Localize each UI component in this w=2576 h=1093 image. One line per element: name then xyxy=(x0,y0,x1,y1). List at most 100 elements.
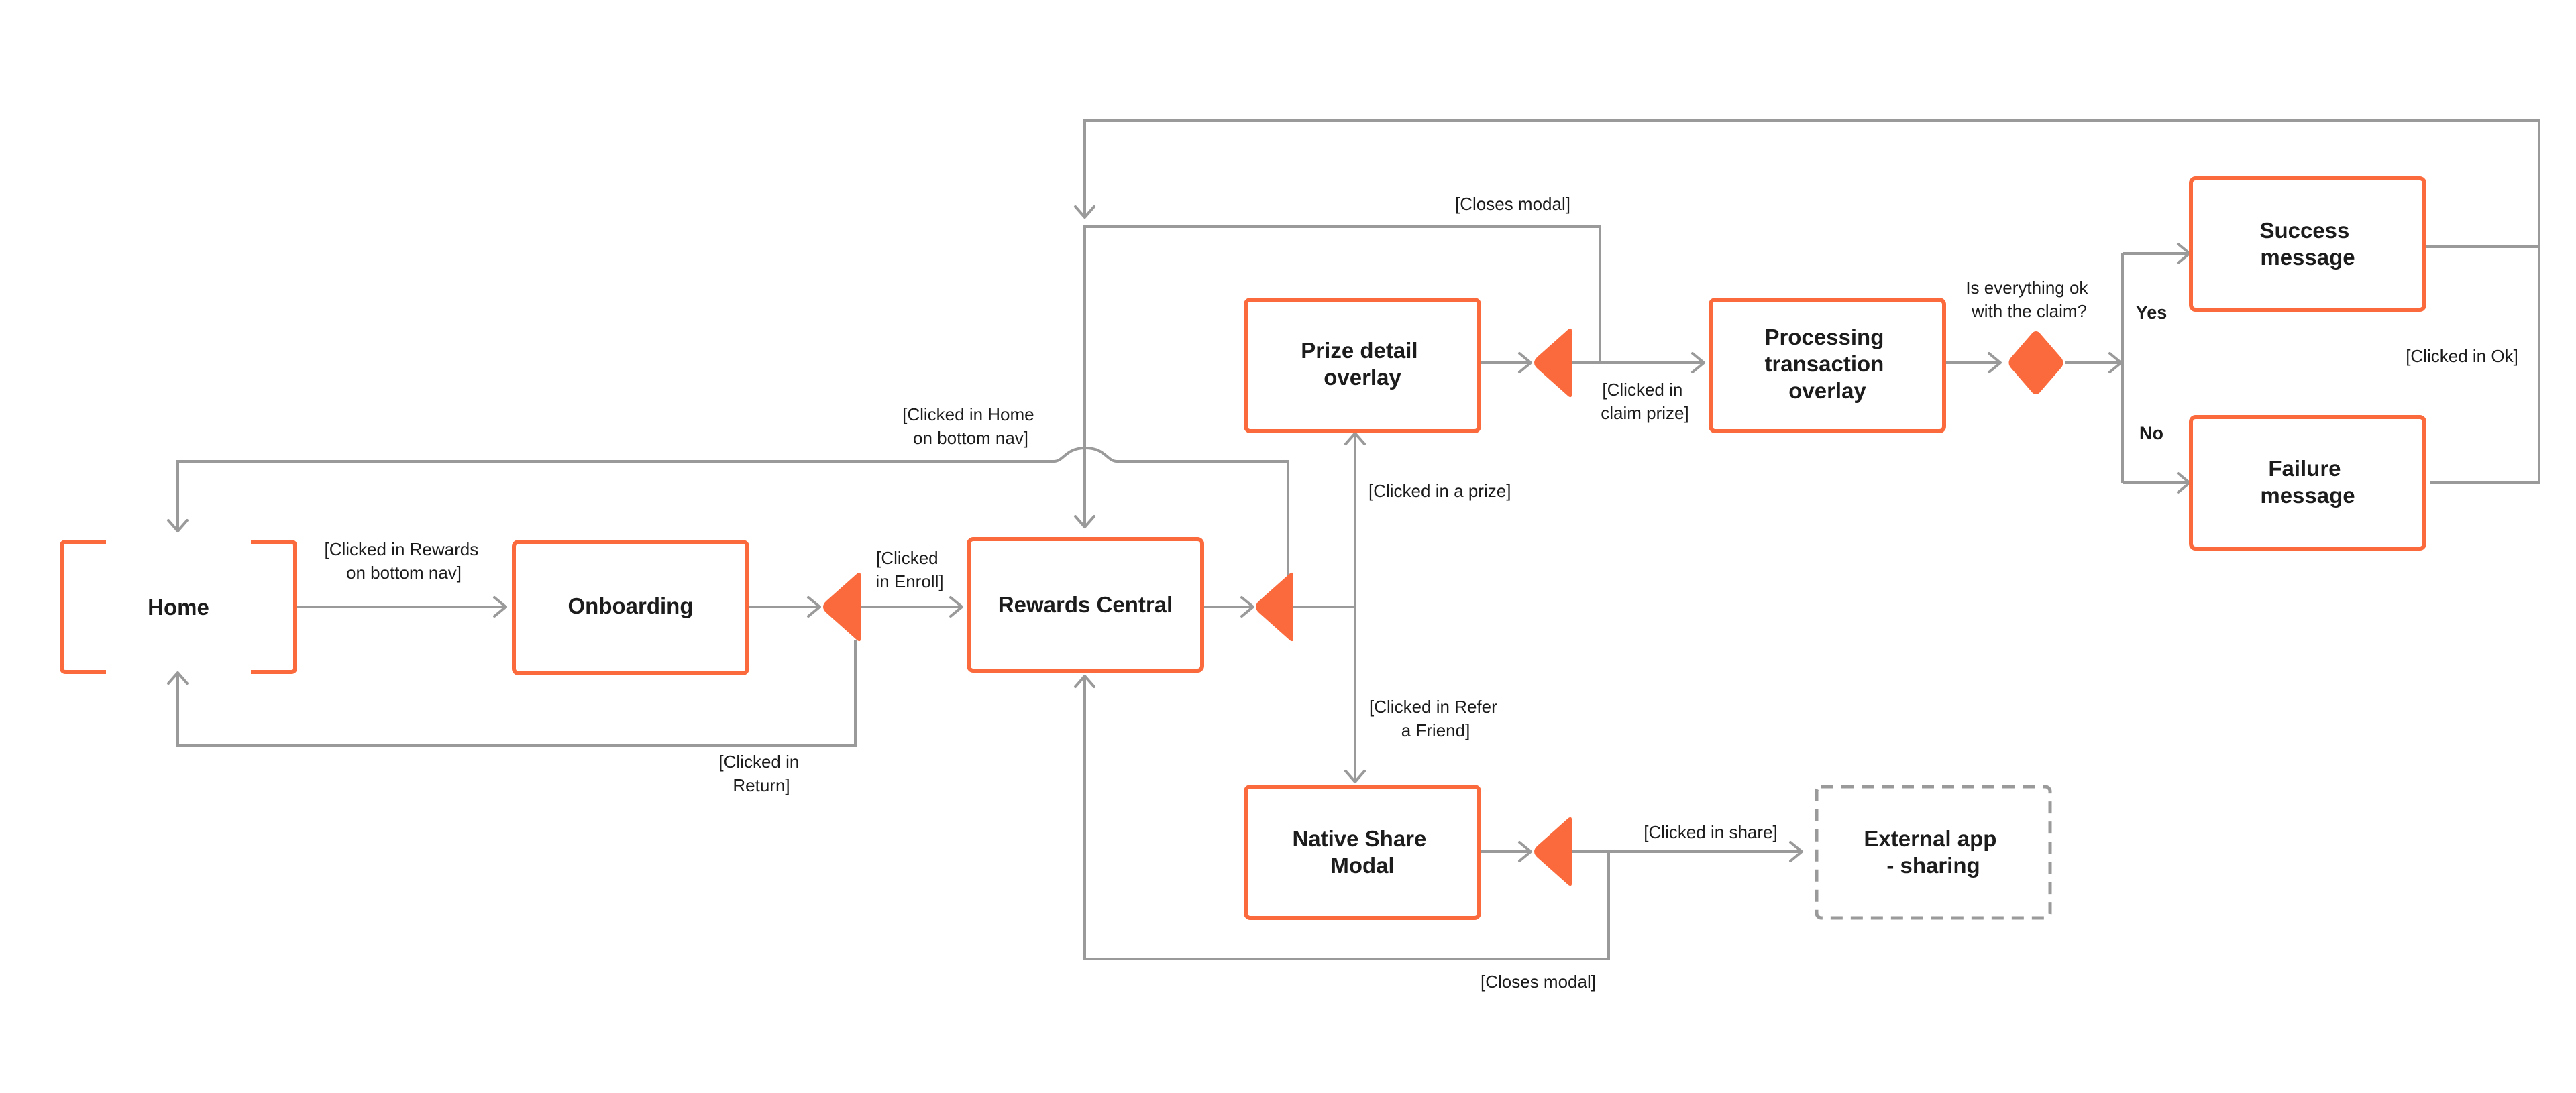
node-box xyxy=(1244,298,1481,433)
node-label-line: Processing xyxy=(1764,325,1884,349)
node-prize-detail: Prize detail overlay xyxy=(1244,298,1481,433)
node-label: Prize detail overlay xyxy=(1301,338,1424,390)
node-label-line: External app xyxy=(1864,826,1996,851)
arrow-head xyxy=(1691,352,1705,373)
edge-label-clicked-refer: [Clicked in Refer a Friend] xyxy=(1369,697,1502,740)
node-label-line: Success xyxy=(2259,218,2349,243)
edge-label-line: [Clicked in Ok] xyxy=(2406,346,2518,366)
edge-label-closes-modal-top: [Closes modal] xyxy=(1455,194,1570,214)
edge-label-line: on bottom nav] xyxy=(346,563,462,583)
arrow-head xyxy=(1518,352,1532,373)
edge-label-clicked-home-nav: [Clicked in Home on bottom nav] xyxy=(902,404,1039,448)
claim-decision-triangle xyxy=(1534,328,1572,398)
arrow-head xyxy=(1074,205,1095,219)
node-label: Failure message xyxy=(2260,456,2355,508)
arrow-head xyxy=(167,519,189,532)
edge-label-line: [Clicked xyxy=(876,548,938,568)
home-right-bracket xyxy=(251,540,297,674)
arrow-head xyxy=(1344,770,1366,783)
edge-label-line: [Clicked in a prize] xyxy=(1368,481,1511,501)
node-failure: Failure message xyxy=(2189,415,2426,551)
edge-label-line: [Closes modal] xyxy=(1455,194,1570,214)
edge-labels: [Clicked in Rewards on bottom nav] [Clic… xyxy=(325,194,2518,992)
enroll-decision-triangle xyxy=(823,572,861,642)
connectors xyxy=(167,119,2540,960)
arrow-head xyxy=(167,671,189,685)
edge-label-line: Is everything ok xyxy=(1966,278,2088,298)
share-decision-triangle xyxy=(1534,817,1572,886)
edge-label-line: [Clicked in Refer xyxy=(1369,697,1497,717)
node-label-line: message xyxy=(2260,483,2355,508)
node-box xyxy=(512,540,749,675)
edge-label-closes-modal-bottom: [Closes modal] xyxy=(1481,972,1596,992)
node-box xyxy=(1244,785,1481,920)
arrow-head xyxy=(949,596,963,618)
home-left-bracket xyxy=(60,540,106,674)
edge-label-clicked-rewards-nav: [Clicked in Rewards on bottom nav] xyxy=(325,539,484,583)
edge-label-clicked-claim: [Clicked in claim prize] xyxy=(1601,380,1688,423)
node-label-line: Failure xyxy=(2268,456,2341,481)
node-external-app: External app - sharing xyxy=(1815,785,2052,920)
arrow-head xyxy=(1988,352,2002,373)
edge-return-to-home xyxy=(176,640,857,747)
node-processing: Processing transaction overlay xyxy=(1709,298,1946,433)
arrow-head xyxy=(1240,596,1254,618)
edge-label-clicked-ok: [Clicked in Ok] xyxy=(2406,346,2518,366)
claim-check-diamond xyxy=(2008,331,2063,394)
edge-label-line: with the claim? xyxy=(1971,301,2087,321)
node-label: Onboarding xyxy=(568,593,694,618)
edge-label-line: a Friend] xyxy=(1401,720,1470,740)
edge-label-line: Return] xyxy=(733,775,790,795)
edge-label-line: [Clicked in share] xyxy=(1644,822,1777,842)
edge-label-no: No xyxy=(2139,423,2163,443)
edge-label-claim-question: Is everything ok with the claim? xyxy=(1966,278,2092,321)
node-label-line: Prize detail xyxy=(1301,338,1417,363)
node-label: Rewards Central xyxy=(998,592,1173,617)
edge-ok-loop xyxy=(1083,119,2540,484)
node-label-line: Rewards Central xyxy=(998,592,1173,617)
node-onboarding: Onboarding xyxy=(512,540,749,675)
edge-closes-modal-top xyxy=(1083,225,1601,526)
edge-label-line: [Clicked in Home xyxy=(902,404,1034,424)
node-label-line: Home xyxy=(148,595,209,620)
node-label: Success message xyxy=(2259,218,2355,270)
node-box xyxy=(1709,298,1946,433)
edge-label-line: claim prize] xyxy=(1601,403,1688,423)
rewards-decision-triangle xyxy=(1256,572,1293,642)
node-label-line: Modal xyxy=(1330,853,1394,878)
edge-label-clicked-enroll: [Clicked in Enroll] xyxy=(875,548,943,591)
arrow-head xyxy=(1789,841,1803,862)
node-box xyxy=(2189,176,2426,312)
edge-label-line: Yes xyxy=(2136,302,2167,323)
arrow-head xyxy=(493,596,507,618)
edge-label-yes: Yes xyxy=(2136,302,2167,323)
node-box xyxy=(967,537,1204,673)
edge-label-line: [Closes modal] xyxy=(1481,972,1596,992)
node-success: Success message xyxy=(2189,176,2426,312)
node-box-dashed xyxy=(1815,785,2052,920)
node-label: External app - sharing xyxy=(1864,826,2002,878)
node-label-line: transaction xyxy=(1764,351,1884,376)
node-label-line: Native Share xyxy=(1292,826,1426,851)
edge-label-clicked-prize: [Clicked in a prize] xyxy=(1368,481,1511,501)
node-box xyxy=(2189,415,2426,551)
arrow-head xyxy=(1074,675,1095,688)
edge-label-clicked-share: [Clicked in share] xyxy=(1644,822,1777,842)
decisions xyxy=(823,328,2063,886)
edge-closes-modal-bottom xyxy=(1083,677,1610,960)
arrow-head xyxy=(1074,515,1095,528)
node-rewards-central: Rewards Central xyxy=(967,537,1204,673)
node-label-line: overlay xyxy=(1324,365,1401,390)
edge-label-line: [Clicked in xyxy=(1602,380,1682,400)
node-label-line: - sharing xyxy=(1886,853,1980,878)
node-label: Home xyxy=(148,595,209,620)
edge-label-line: in Enroll] xyxy=(875,571,943,591)
node-label-line: overlay xyxy=(1788,378,1866,403)
node-label: Processing transaction overlay xyxy=(1764,325,1890,403)
edge-label-line: [Clicked in xyxy=(718,752,799,772)
edge-label-line: on bottom nav] xyxy=(913,428,1028,448)
node-home: Home xyxy=(60,540,297,674)
edge-label-line: No xyxy=(2139,423,2163,443)
edge-label-line: [Clicked in Rewards xyxy=(325,539,479,559)
